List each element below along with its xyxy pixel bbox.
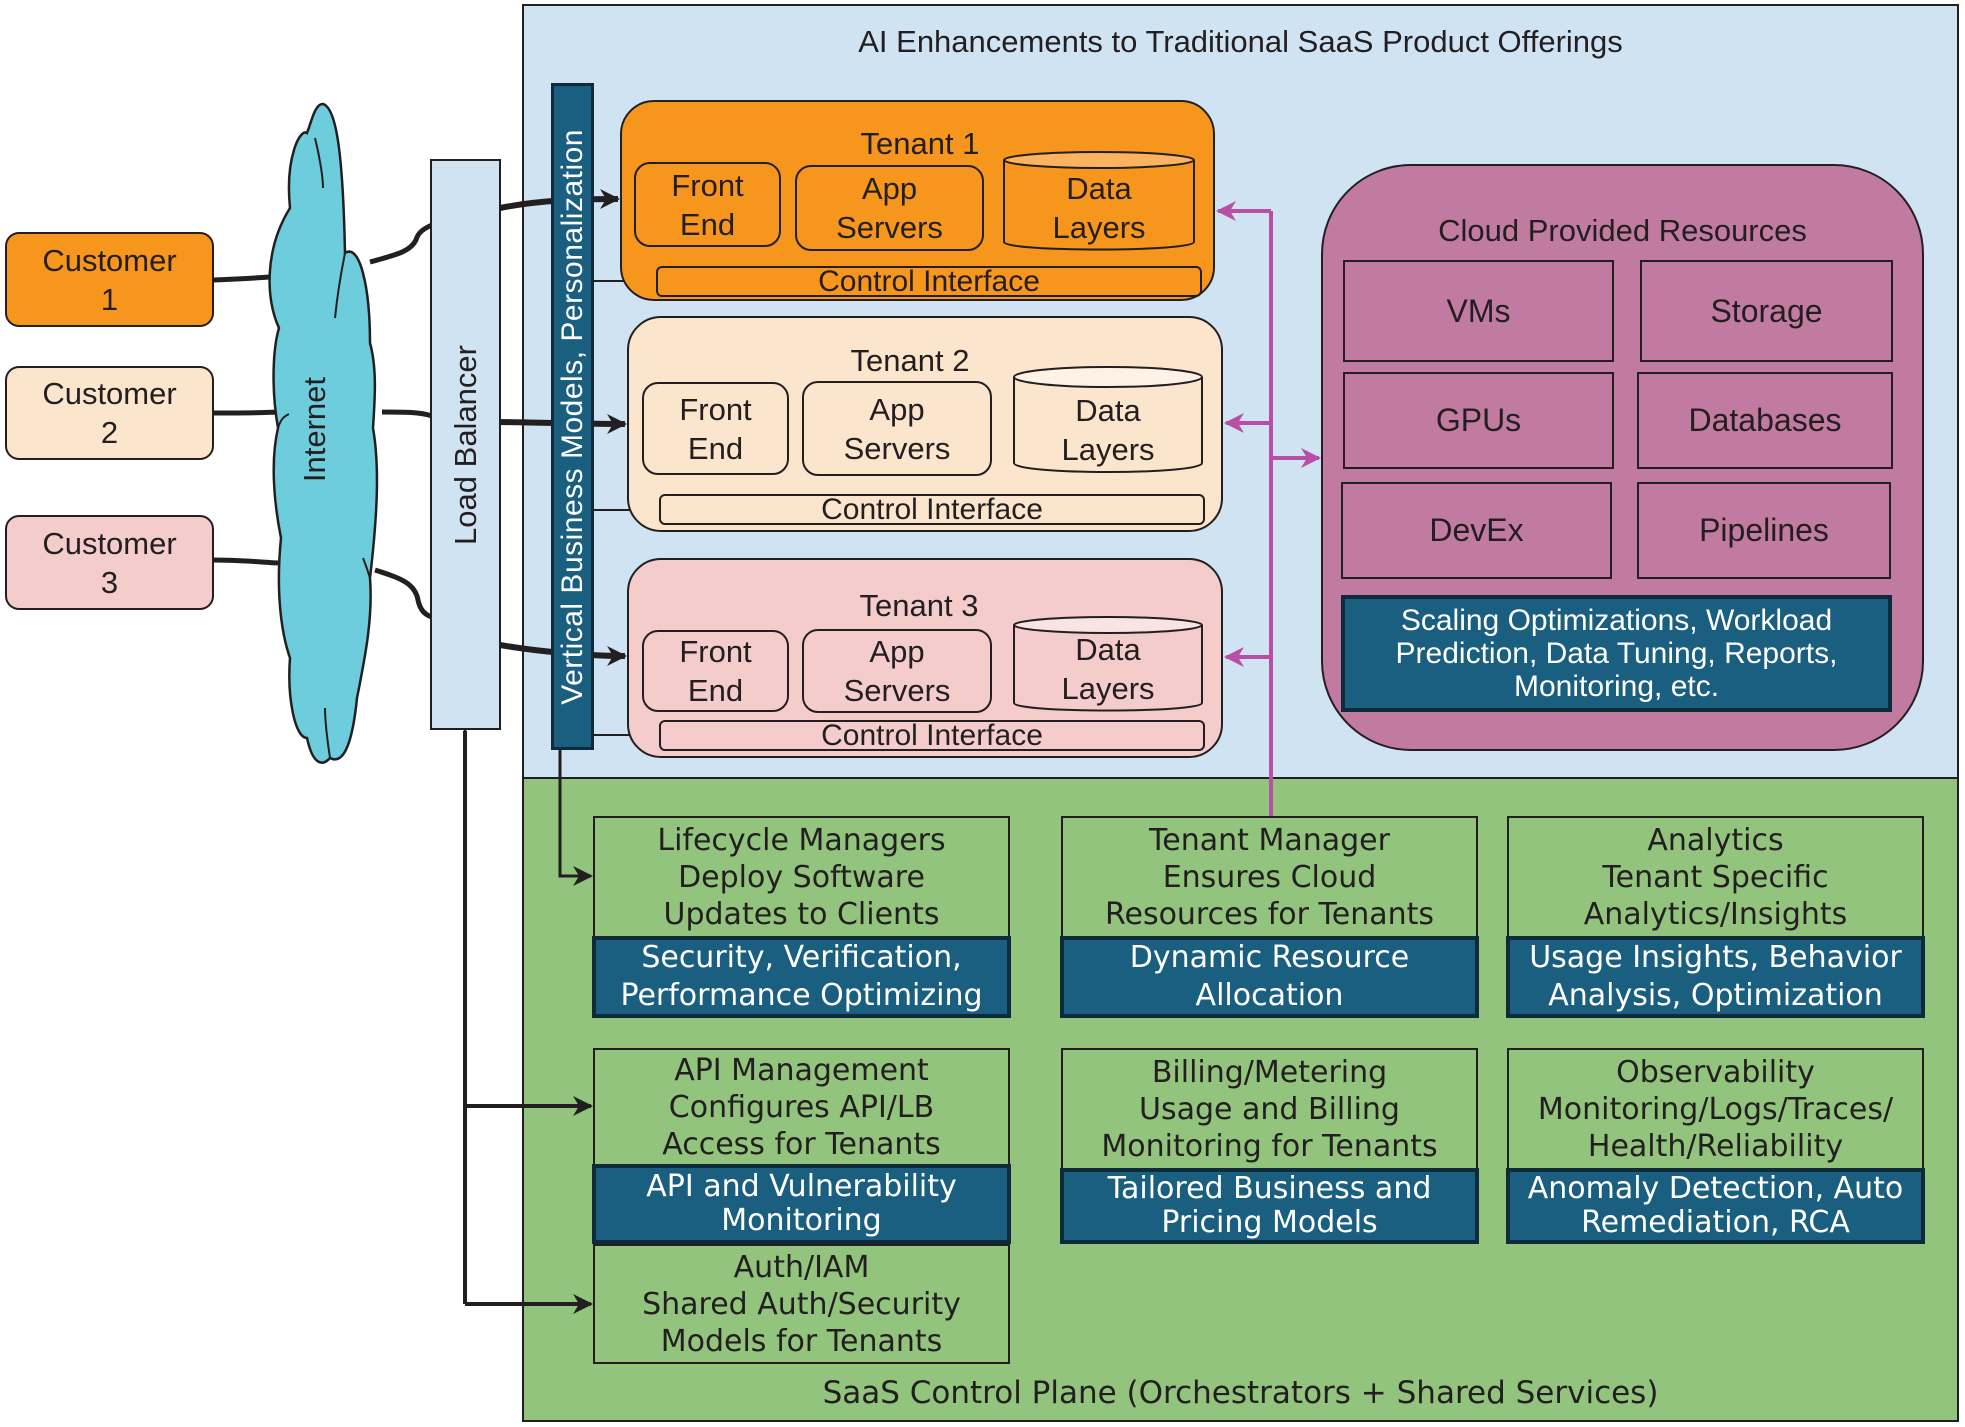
resource-databases[interactable]: Databases — [1637, 372, 1893, 469]
resource-devex[interactable]: DevEx — [1341, 482, 1612, 579]
internet-cloud-icon — [268, 102, 379, 764]
ai-security-verification[interactable]: Security, Verification,Performance Optim… — [592, 936, 1011, 1018]
tenant-1-control-interface[interactable]: Control Interface — [656, 266, 1202, 297]
tenant-3-control-interface[interactable]: Control Interface — [659, 720, 1205, 751]
internet-label: Internet — [297, 377, 332, 483]
tenant-3-title: Tenant 3 — [859, 588, 979, 623]
load-balancer[interactable]: Load Balancer — [430, 159, 501, 730]
cloud-resources-title: Cloud Provided Resources — [1438, 213, 1807, 248]
load-balancer-label: Load Balancer — [447, 344, 483, 545]
resource-pipelines[interactable]: Pipelines — [1637, 482, 1891, 579]
tenant-2-title: Tenant 2 — [850, 343, 970, 378]
control-plane-label: SaaS Control Plane (Orchestrators + Shar… — [822, 1375, 1659, 1411]
customer-1[interactable]: Customer 1 — [5, 232, 214, 327]
customer-2-label: Customer — [42, 376, 177, 411]
tenant-3-database-icon — [1013, 616, 1203, 712]
customer-3-number: 3 — [100, 564, 119, 600]
resource-vms[interactable]: VMs — [1343, 260, 1614, 362]
customer-2-number: 2 — [100, 415, 119, 450]
customer-2[interactable]: Customer 2 — [5, 366, 214, 460]
resource-storage[interactable]: Storage — [1640, 260, 1893, 362]
vertical-bar-label: Vertical Business Models, Personalizatio… — [555, 128, 589, 705]
tenant-1-database-icon — [1003, 151, 1195, 251]
tenant-2-database-icon — [1013, 366, 1203, 473]
customer-1-label: Customer — [42, 242, 177, 278]
resource-gpus[interactable]: GPUs — [1343, 372, 1614, 469]
tenant-2-control-interface[interactable]: Control Interface — [659, 494, 1205, 525]
customer-3[interactable]: Customer 3 — [5, 515, 214, 610]
cloud-ai-enhancements[interactable]: Scaling Optimizations, Workload Predicti… — [1341, 595, 1892, 712]
customer-3-label: Customer — [42, 525, 177, 561]
diagram-title: AI Enhancements to Traditional SaaS Prod… — [858, 24, 1623, 59]
customer-1-number: 1 — [100, 281, 119, 317]
vertical-business-models-bar[interactable]: Vertical Business Models, Personalizatio… — [551, 83, 594, 750]
tenant-1-title: Tenant 1 — [860, 126, 980, 161]
